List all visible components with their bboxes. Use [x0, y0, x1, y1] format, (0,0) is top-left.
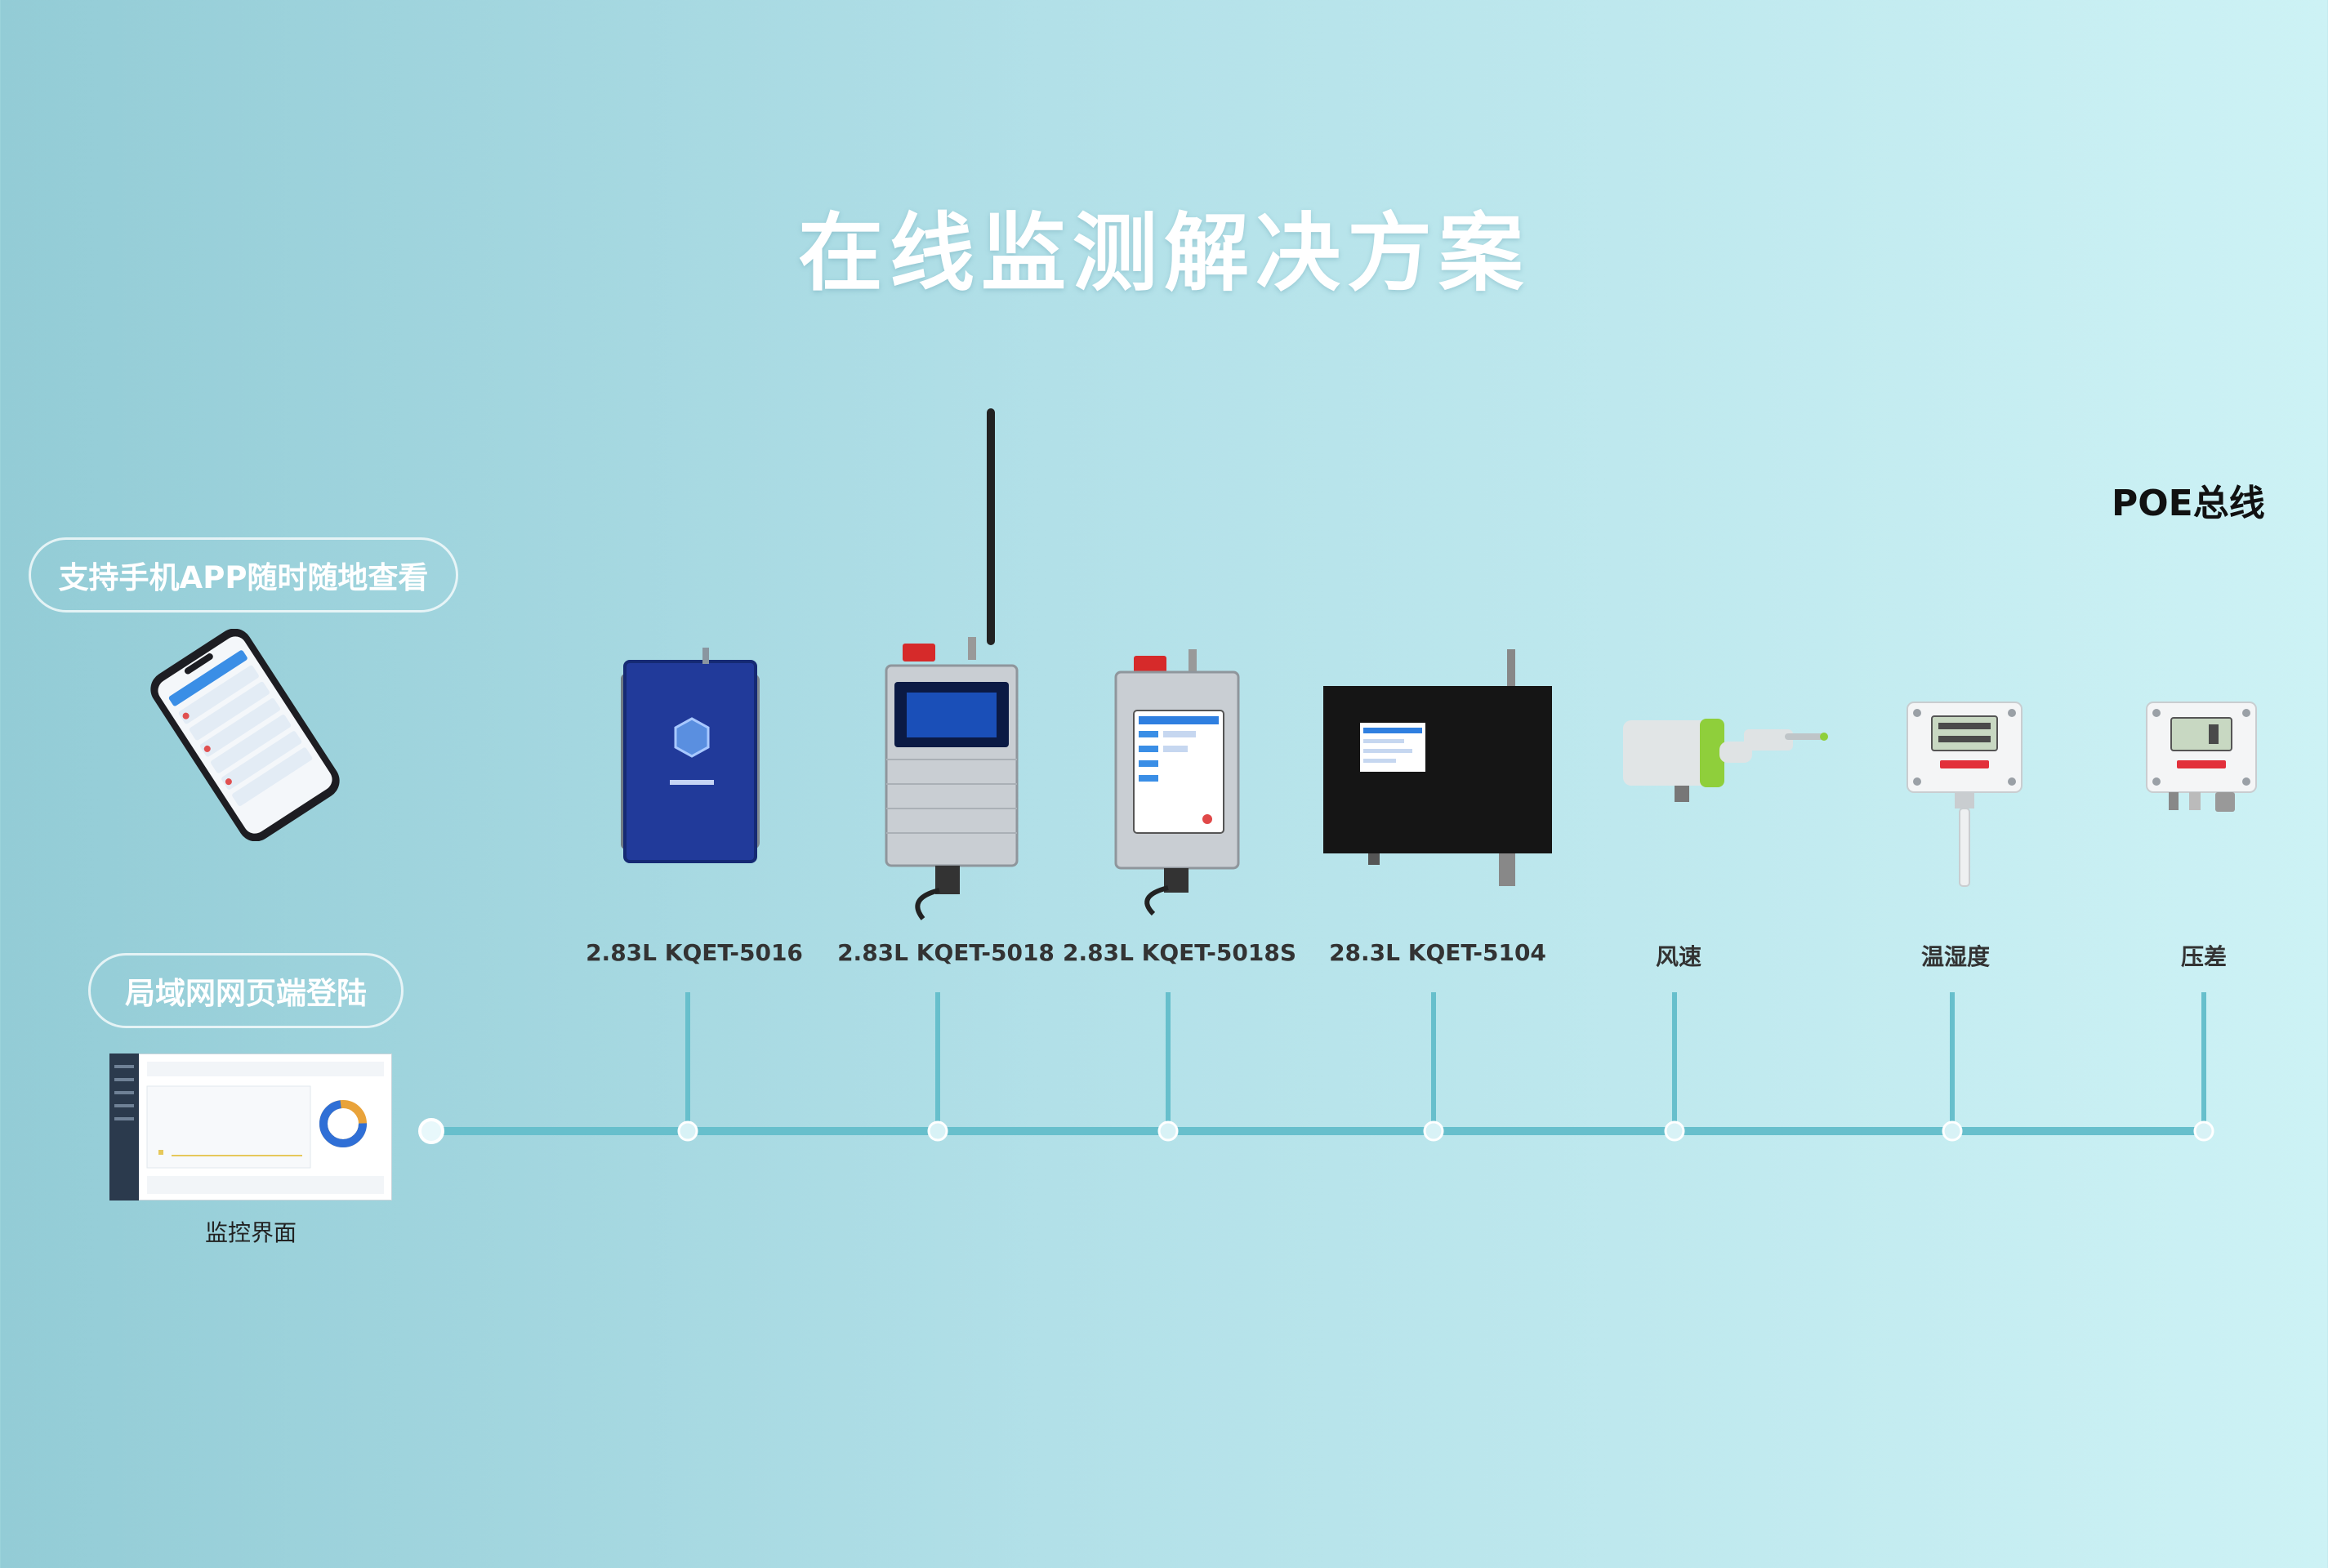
bus-node-kqet-5018s	[1157, 1120, 1179, 1142]
device-label-wind-speed: 风速	[1655, 943, 1701, 970]
bus-start-node	[418, 1118, 444, 1144]
bus-node-kqet-5104	[1423, 1120, 1444, 1142]
device-label-temp-humidity: 温湿度	[1920, 943, 1990, 970]
bus-node-kqet-5016	[677, 1120, 698, 1142]
device-kqet-5018s	[1114, 649, 1240, 916]
device-wind-speed	[1623, 719, 1828, 802]
bus-node-wind-speed	[1664, 1120, 1685, 1142]
lan-access-label: 局域网网页端登陆	[125, 976, 367, 1011]
monitor-dashboard-thumbnail	[109, 1054, 392, 1200]
page-title: 在线监测解决方案	[797, 203, 1530, 303]
bus-label: POE总线	[2112, 483, 2265, 524]
device-kqet-5018	[885, 408, 1019, 920]
bus-node-differential-pressure	[2193, 1120, 2214, 1142]
app-access-badge: 支持手机APP随时随地查看	[29, 537, 458, 612]
device-label-kqet-5016: 2.83L KQET-5016	[586, 939, 803, 966]
device-kqet-5016	[621, 648, 760, 863]
bus-node-kqet-5018	[927, 1120, 948, 1142]
device-label-kqet-5018s: 2.83L KQET-5018S	[1062, 939, 1296, 966]
app-access-label: 支持手机APP随时随地查看	[58, 560, 429, 595]
device-kqet-5104	[1323, 649, 1552, 886]
monitor-caption: 监控界面	[204, 1219, 297, 1246]
device-temp-humidity	[1907, 702, 2023, 887]
device-differential-pressure	[2146, 702, 2257, 812]
device-label-kqet-5104: 28.3L KQET-5104	[1329, 939, 1546, 966]
bus-node-temp-humidity	[1942, 1120, 1963, 1142]
lan-access-badge: 局域网网页端登陆	[88, 953, 404, 1028]
device-label-kqet-5018: 2.83L KQET-5018	[837, 939, 1055, 966]
smartphone-icon	[150, 629, 340, 841]
device-label-differential-pressure: 压差	[2180, 943, 2227, 970]
